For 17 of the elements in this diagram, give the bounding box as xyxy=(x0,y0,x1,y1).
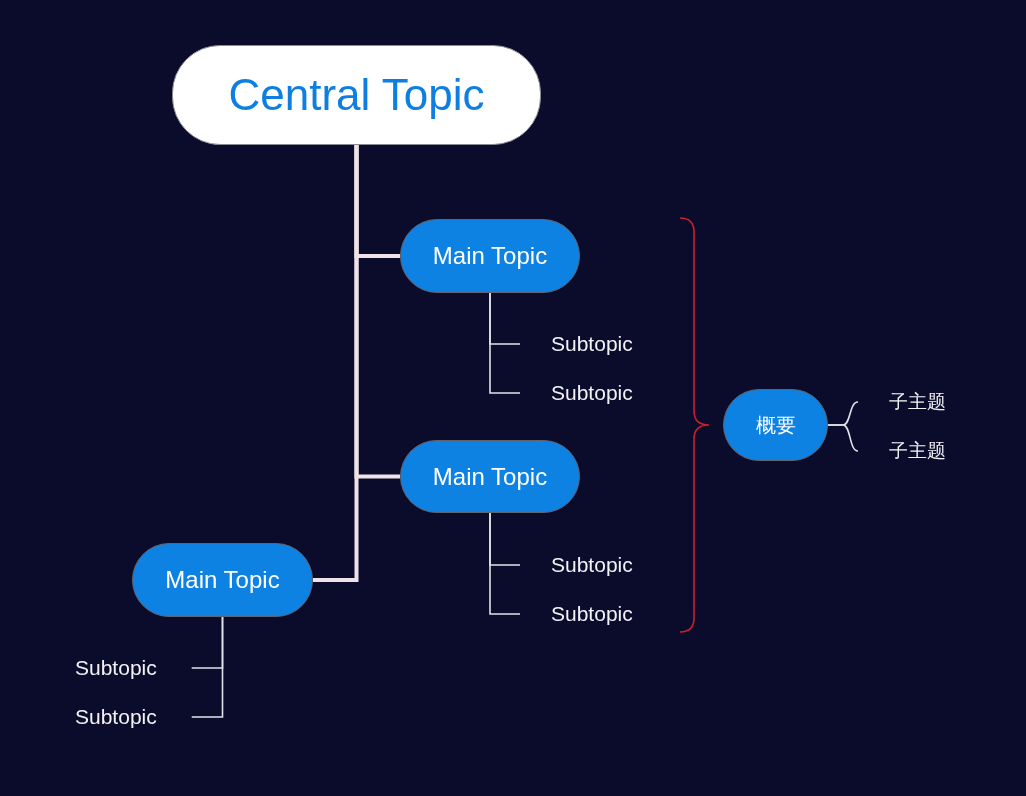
main-topic-box: Main Topic xyxy=(400,219,580,293)
connector-line xyxy=(190,616,224,718)
main-topic-box: Main Topic xyxy=(400,440,580,513)
connector-line xyxy=(827,424,859,452)
main-topic-box: Main Topic xyxy=(132,543,313,617)
connector-line xyxy=(489,512,521,615)
central-topic-box: Central Topic xyxy=(172,45,541,145)
connector-line xyxy=(489,292,521,394)
subtopic-text: Subtopic xyxy=(551,552,633,578)
connector-line xyxy=(313,145,359,582)
subtopic-text: Subtopic xyxy=(551,380,633,406)
subtopic-text: Subtopic xyxy=(551,601,633,627)
subtopic-text: Subtopic xyxy=(75,704,157,730)
subtopic-text: 子主题 xyxy=(889,390,946,414)
subtopic-text: 子主题 xyxy=(889,439,946,463)
subtopic-text: Subtopic xyxy=(551,331,633,357)
subtopic-text: Subtopic xyxy=(75,655,157,681)
